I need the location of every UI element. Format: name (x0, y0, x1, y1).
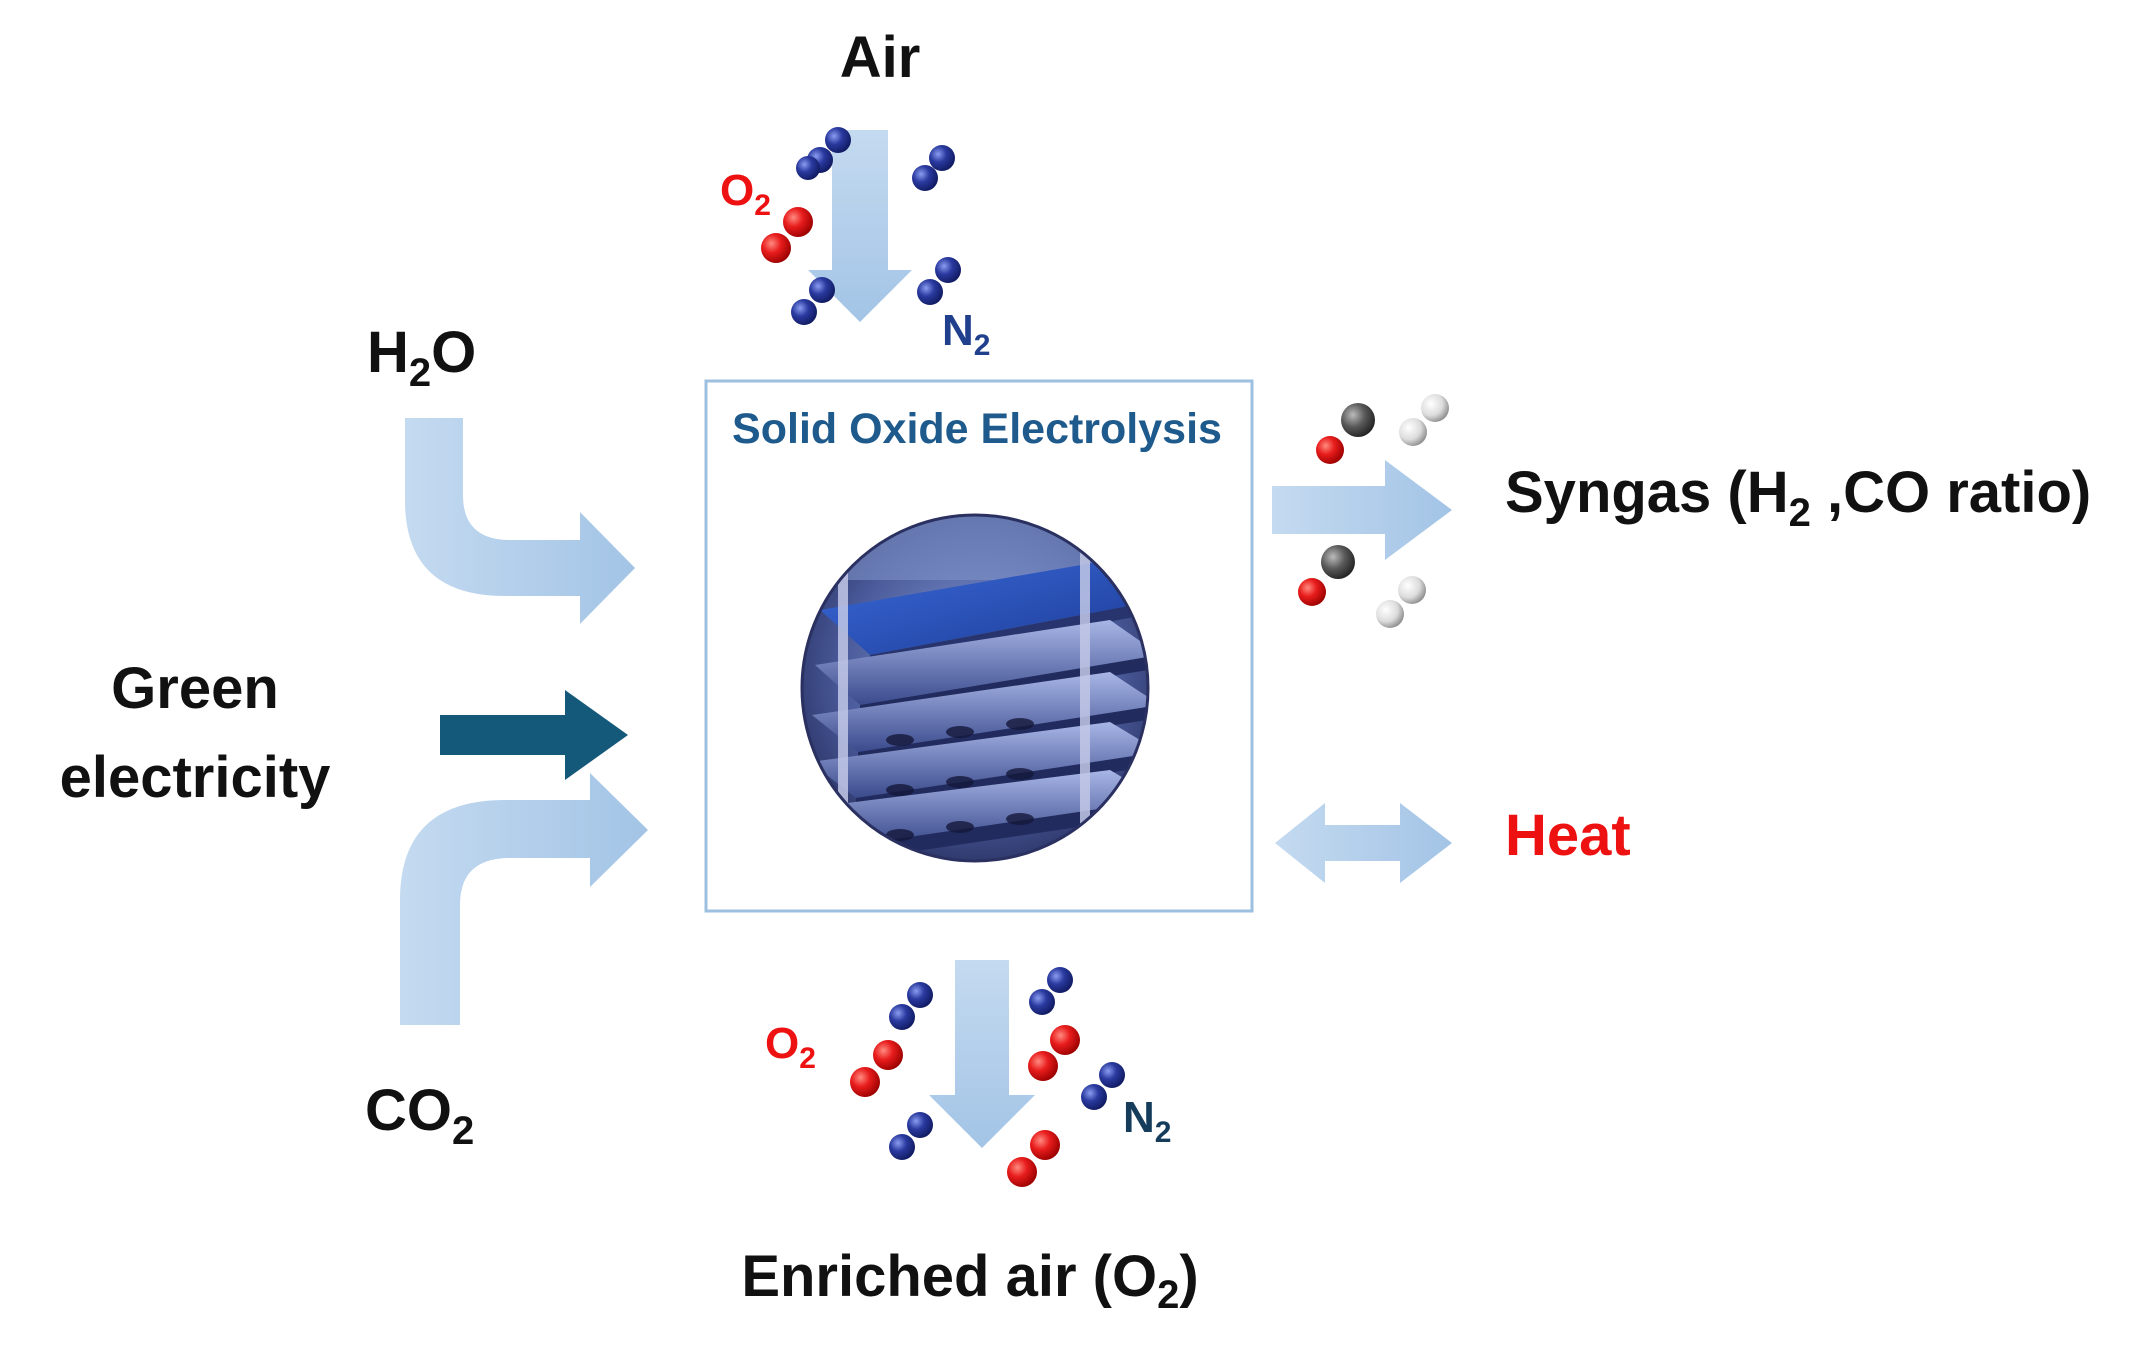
co2-label: CO2 (365, 1078, 474, 1153)
top-n2-molecule-4 (917, 257, 961, 305)
bottom-o2-molecule-2 (1028, 1025, 1080, 1081)
top-o2-label: O2 (720, 166, 771, 222)
syngas-label-post: ,CO ratio) (1811, 460, 2091, 525)
bottom-o2-label: O2 (765, 1019, 816, 1075)
h2o-label-sub: 2 (409, 351, 431, 395)
top-n2-molecule-1 (796, 127, 851, 180)
top-o2-main: O (720, 166, 754, 215)
h2o-label: H2O (367, 320, 476, 395)
heat-double-arrow (1275, 803, 1452, 883)
bottom-n2-main: N (1123, 1093, 1155, 1142)
top-o2-sub: 2 (754, 189, 771, 222)
bottom-n2-molecule-2 (1029, 967, 1073, 1015)
bottom-o2-molecule-1 (850, 1040, 903, 1097)
syngas-label: Syngas (H2 ,CO ratio) (1505, 460, 2091, 535)
green-electricity-label: Green electricity (60, 656, 331, 810)
bottom-o2-main: O (765, 1019, 799, 1068)
h2o-inlet-arrow (405, 418, 635, 624)
enriched-air-label-post: ) (1179, 1244, 1198, 1309)
top-n2-label: N2 (942, 306, 990, 362)
co2-inlet-arrow (400, 773, 648, 1025)
h2o-label-main: H (367, 320, 409, 385)
green-electricity-line2: electricity (60, 745, 331, 810)
bottom-o2-molecule-3 (1007, 1130, 1060, 1187)
green-electricity-line1: Green (111, 656, 279, 721)
enriched-air-label-pre: Enriched air (O (741, 1244, 1157, 1309)
h2-molecule-1 (1399, 394, 1449, 446)
h2o-label-tail: O (431, 320, 476, 385)
enriched-air-label: Enriched air (O2) (741, 1244, 1198, 1317)
heat-label: Heat (1505, 803, 1631, 868)
bottom-n2-label: N2 (1123, 1093, 1171, 1149)
box-title: Solid Oxide Electrolysis (732, 405, 1222, 453)
bottom-o2-sub: 2 (799, 1042, 816, 1075)
top-n2-main: N (942, 306, 974, 355)
syngas-label-pre: Syngas (H (1505, 460, 1789, 525)
air-label: Air (840, 25, 921, 90)
top-n2-molecule-2 (912, 145, 955, 191)
bottom-n2-molecule-1 (889, 982, 933, 1030)
co2-label-sub: 2 (452, 1109, 474, 1153)
electricity-arrow (440, 690, 628, 780)
syngas-outlet-arrow (1272, 460, 1452, 560)
top-n2-sub: 2 (974, 329, 991, 362)
enriched-air-label-sub: 2 (1157, 1273, 1179, 1317)
bottom-n2-molecule-3 (1081, 1062, 1125, 1110)
enriched-air-outlet-arrow (929, 960, 1035, 1148)
bottom-n2-sub: 2 (1155, 1116, 1172, 1149)
bottom-n2-molecule-4 (889, 1112, 933, 1160)
top-n2-molecule-3 (791, 277, 835, 325)
syngas-label-sub: 2 (1789, 491, 1811, 535)
co-molecule-1 (1316, 403, 1375, 464)
h2-molecule-2 (1376, 576, 1426, 628)
top-o2-molecule (761, 207, 813, 263)
co2-label-main: CO (365, 1078, 452, 1143)
co-molecule-2 (1298, 545, 1355, 606)
air-inlet-arrow (808, 130, 912, 322)
